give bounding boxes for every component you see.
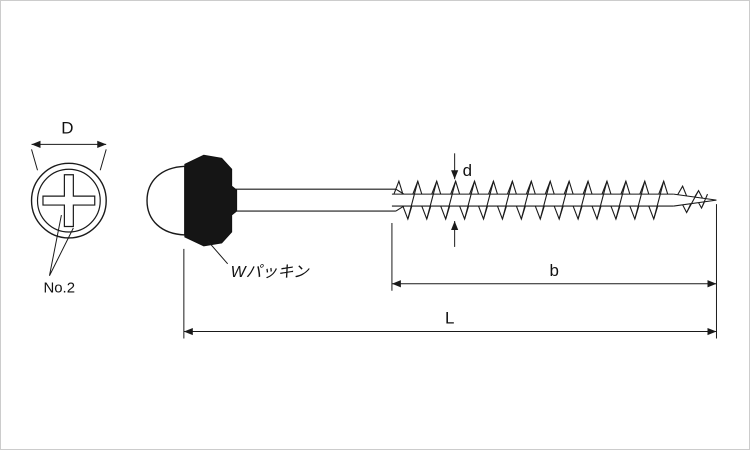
recess-label: No.2 bbox=[43, 280, 75, 297]
dimension-overall-length: L bbox=[183, 248, 717, 339]
dimension-head-diameter: D bbox=[31, 118, 107, 171]
recess-leader-line bbox=[48, 214, 74, 276]
thread-length-label: b bbox=[549, 261, 558, 280]
phillips-recess bbox=[42, 174, 96, 228]
recess-callout: No.2 bbox=[43, 214, 75, 297]
screw-side-view bbox=[146, 154, 717, 247]
thread-diameter-label: d bbox=[463, 161, 472, 180]
packing-leader-line bbox=[207, 240, 229, 265]
dimension-thread-length: b bbox=[391, 204, 717, 339]
head-diameter-label: D bbox=[61, 118, 73, 137]
packing-callout: Wパッキン bbox=[207, 240, 310, 281]
head-front-view bbox=[30, 162, 107, 239]
dimension-thread-diameter: d bbox=[451, 153, 472, 247]
dimension-extension-line bbox=[31, 149, 107, 171]
thread-helix-lines bbox=[407, 181, 665, 220]
thread-crests-bottom bbox=[402, 205, 659, 221]
overall-length-label: L bbox=[445, 309, 454, 328]
screw-head-dome bbox=[146, 165, 186, 236]
packing-washer bbox=[184, 154, 238, 247]
thread-length-extension-lines bbox=[391, 204, 717, 339]
thread-core bbox=[391, 193, 674, 207]
packing-label: Wパッキン bbox=[231, 264, 310, 281]
screw-shank bbox=[235, 188, 405, 212]
screw-point bbox=[673, 184, 717, 214]
